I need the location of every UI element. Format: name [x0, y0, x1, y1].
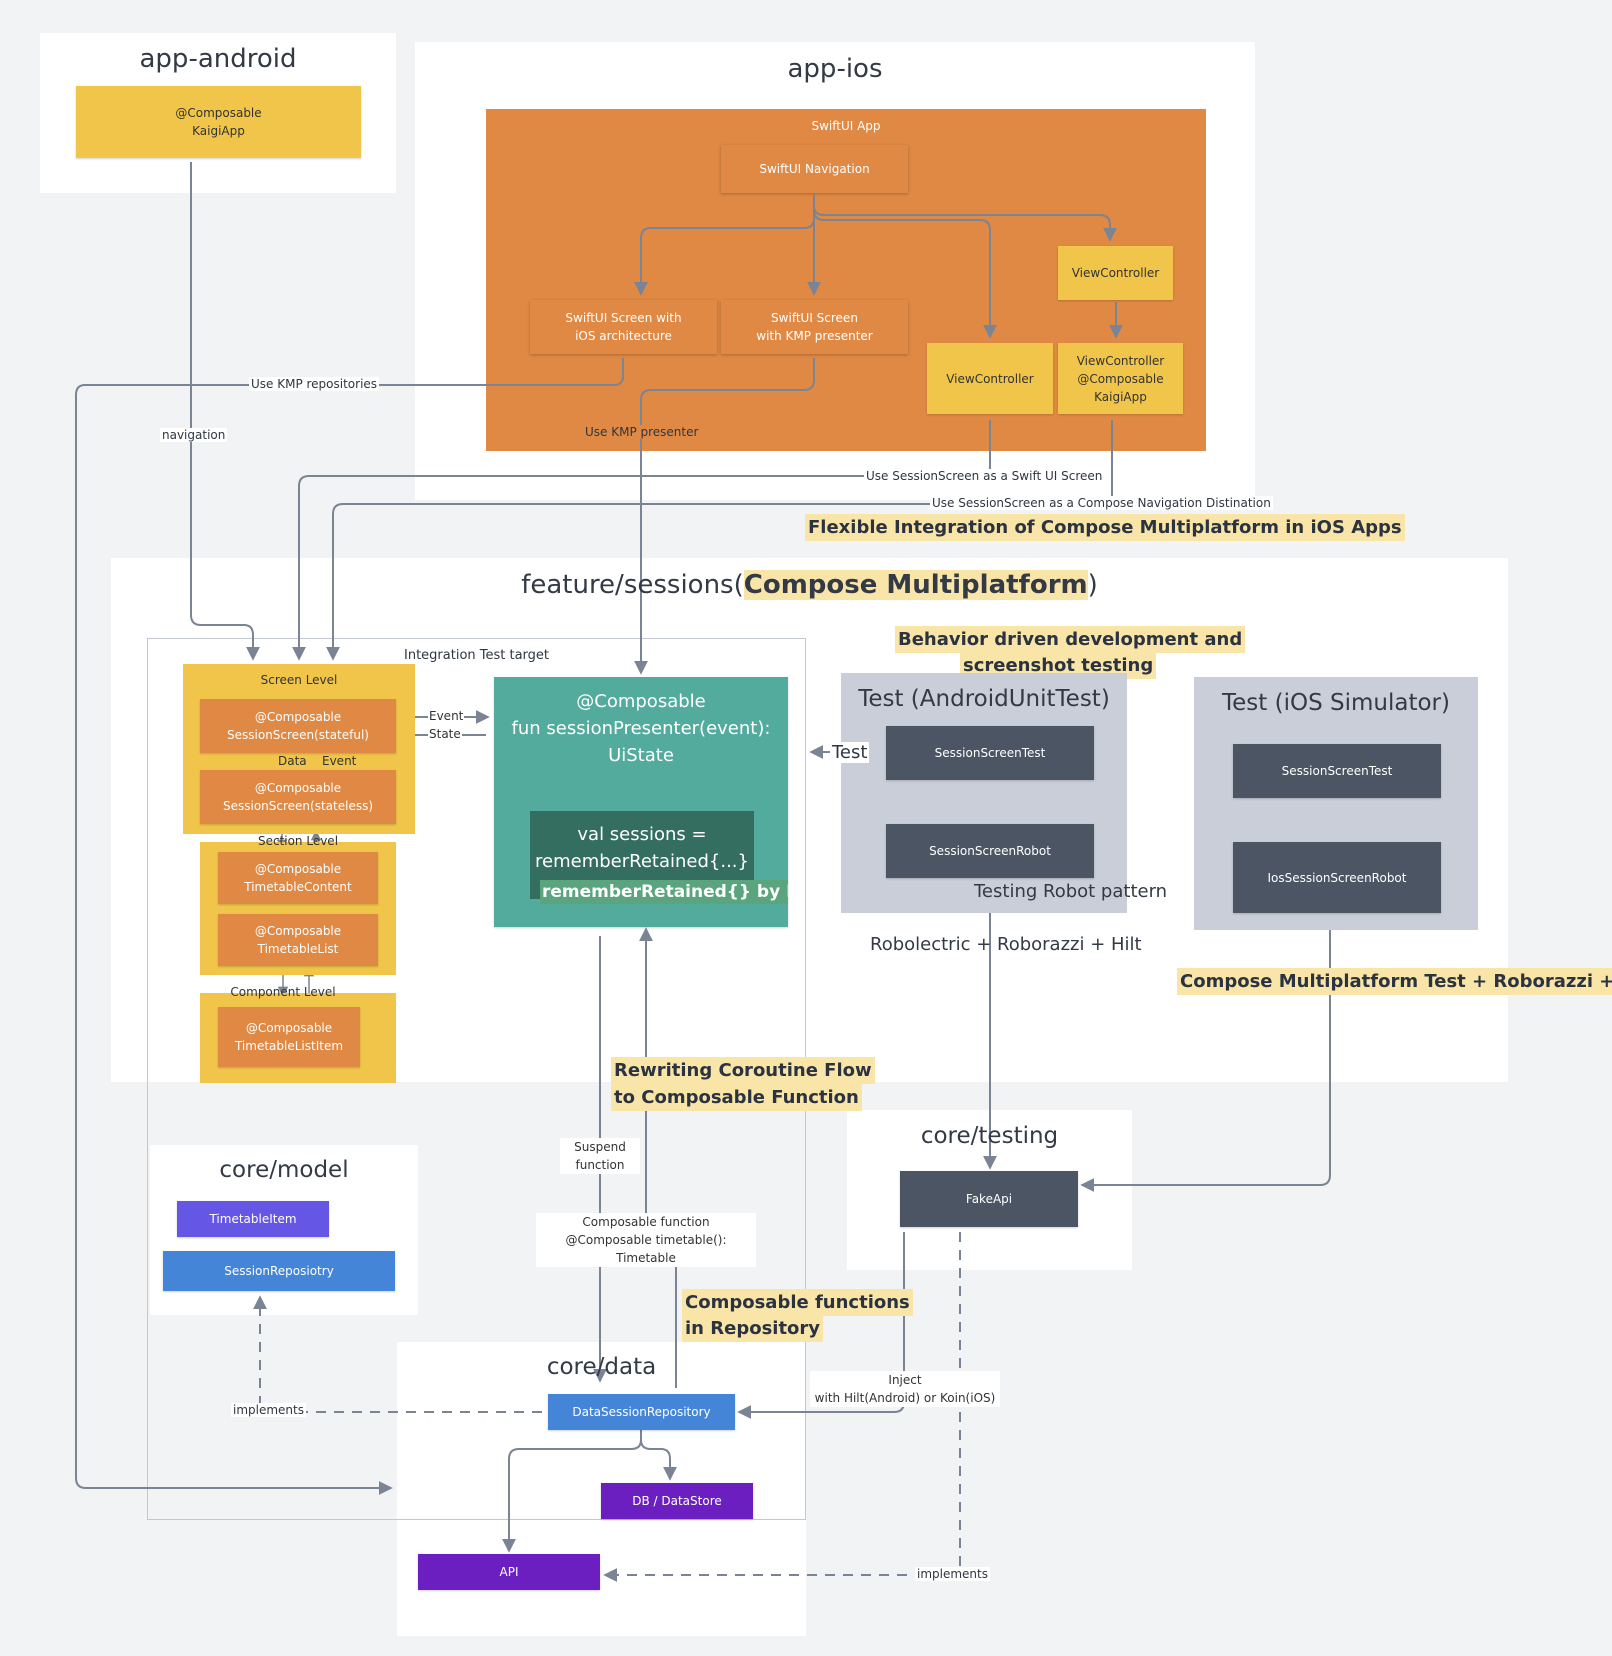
wire-composable-function [646, 930, 677, 1388]
swiftui-screen-kmp-presenter-box[interactable]: SwiftUI Screen with KMP presenter [721, 300, 908, 354]
wire-kmp-presenter [634, 358, 815, 675]
android-session-screen-test-box[interactable]: SessionScreenTest [886, 726, 1094, 780]
section-level-label: Section Level [257, 834, 339, 848]
label-use-kmp-repositories: Use KMP repositories [249, 377, 380, 391]
swiftui-navigation-box[interactable]: SwiftUI Navigation [721, 145, 908, 193]
timetable-list-item-box[interactable]: @Composable TimetableListItem [218, 1007, 360, 1067]
session-presenter-text: @Composable fun sessionPresenter(event):… [511, 691, 771, 766]
data-session-repository-box[interactable]: DataSessionRepository [548, 1394, 735, 1430]
swiftui-screen-ios-arch-box[interactable]: SwiftUI Screen with iOS architecture [530, 300, 717, 354]
highlight-bdd-line1: Behavior driven development and [895, 626, 1246, 653]
component-level-label: Component Level [230, 985, 336, 999]
wire-kmp-repositories [75, 358, 624, 1495]
label-navigation: navigation [160, 428, 228, 442]
android-session-screen-robot-box[interactable]: SessionScreenRobot [886, 824, 1094, 878]
timetable-item-box[interactable]: TimetableItem [177, 1201, 329, 1237]
app-android-title: app-android [139, 44, 297, 74]
wire-nav-to-ios-arch [634, 194, 815, 296]
label-composable-function: Composable function @Composable timetabl… [536, 1213, 756, 1267]
api-box[interactable]: API [418, 1554, 600, 1590]
label-test: Test [830, 742, 870, 763]
label-suspend-function: Suspend function [560, 1138, 640, 1174]
label-state: State [428, 727, 462, 741]
wire-nav-to-vc-mid [813, 194, 997, 339]
testing-robot-pattern-label: Testing Robot pattern [974, 881, 1168, 902]
session-repository-box[interactable]: SessionReposiotry [163, 1251, 395, 1291]
highlight-flexible-integration: Flexible Integration of Compose Multipla… [805, 514, 1405, 541]
highlight-repo-line1: Composable functions [682, 1289, 913, 1316]
label-inject: Inject with Hilt(Android) or Koin(iOS) [810, 1371, 1000, 1407]
label-data: Data [278, 754, 307, 768]
core-model-title: core/model [219, 1157, 349, 1183]
wire-repo-to-api [502, 1426, 642, 1553]
core-data-title: core/data [546, 1354, 657, 1380]
wire-session-compose [326, 420, 1113, 661]
core-testing-title: core/testing [920, 1123, 1059, 1149]
label-use-session-swiftui: Use SessionScreen as a Swift UI Screen [864, 469, 1105, 483]
highlight-rewriting-line2: to Composable Function [611, 1084, 862, 1111]
highlight-repo-line2: in Repository [682, 1315, 824, 1342]
timetable-list-box[interactable]: @Composable TimetableList [218, 914, 378, 966]
label-event: Event [428, 709, 465, 723]
session-screen-stateful-box[interactable]: @Composable SessionScreen(stateful) [200, 699, 396, 753]
feature-sessions-title-prefix: feature/sessions( [521, 570, 744, 600]
highlight-cmp-test: Compose Multiplatform Test + Roborazzi +… [1177, 968, 1612, 995]
label-use-session-compose: Use SessionScreen as a Compose Navigatio… [930, 496, 1273, 510]
ios-session-screen-test-box[interactable]: SessionScreenTest [1233, 744, 1441, 798]
view-controller-mid-box[interactable]: ViewController [927, 343, 1053, 414]
robolectric-stack-label: Robolectric + Roborazzi + Hilt [870, 934, 1142, 955]
wire-navigation [190, 162, 260, 661]
highlight-rewriting-line1: Rewriting Coroutine Flow [611, 1057, 875, 1084]
remember-retained-note: rememberRetained{} by Rin [540, 880, 788, 906]
feature-sessions-title-highlight: Compose Multiplatform [743, 570, 1088, 600]
view-controller-compose-box[interactable]: ViewController @Composable KaigiApp [1058, 343, 1183, 414]
label-use-kmp-presenter: Use KMP presenter [583, 425, 701, 439]
kaigi-app-box[interactable]: @Composable KaigiApp [76, 86, 361, 158]
test-android-title: Test (AndroidUnitTest) [858, 686, 1110, 712]
fake-api-box[interactable]: FakeApi [900, 1171, 1078, 1227]
integration-test-target-label: Integration Test target [404, 648, 550, 663]
remember-retained-text: rememberRetained{} by Rin [540, 880, 788, 904]
feature-sessions-title-suffix: ) [1087, 570, 1098, 600]
session-screen-stateless-box[interactable]: @Composable SessionScreen(stateless) [200, 770, 396, 824]
db-datastore-box[interactable]: DB / DataStore [601, 1483, 753, 1519]
wire-repo-to-db [640, 1426, 677, 1481]
app-ios-title: app-ios [787, 54, 883, 84]
feature-sessions-title: feature/sessions(Compose Multiplatform) [111, 570, 1508, 600]
timetable-content-box[interactable]: @Composable TimetableContent [218, 852, 378, 904]
label-event-small: Event [322, 754, 357, 768]
view-controller-top-box[interactable]: ViewController [1058, 246, 1173, 300]
val-sessions-text: val sessions = rememberRetained{...} [535, 824, 749, 872]
test-ios-title: Test (iOS Simulator) [1222, 690, 1450, 716]
screen-level-label: Screen Level [260, 673, 338, 687]
swiftui-app-label: SwiftUI App [811, 119, 881, 133]
label-implements-left: implements [231, 1403, 306, 1417]
wire-ios-robot-to-fake [1080, 920, 1331, 1192]
wire-nav-to-vc-top [813, 194, 1117, 242]
ios-session-screen-robot-box[interactable]: IosSessionScreenRobot [1233, 842, 1441, 913]
label-implements-right: implements [915, 1567, 990, 1581]
wire-implements-left [253, 1295, 542, 1413]
